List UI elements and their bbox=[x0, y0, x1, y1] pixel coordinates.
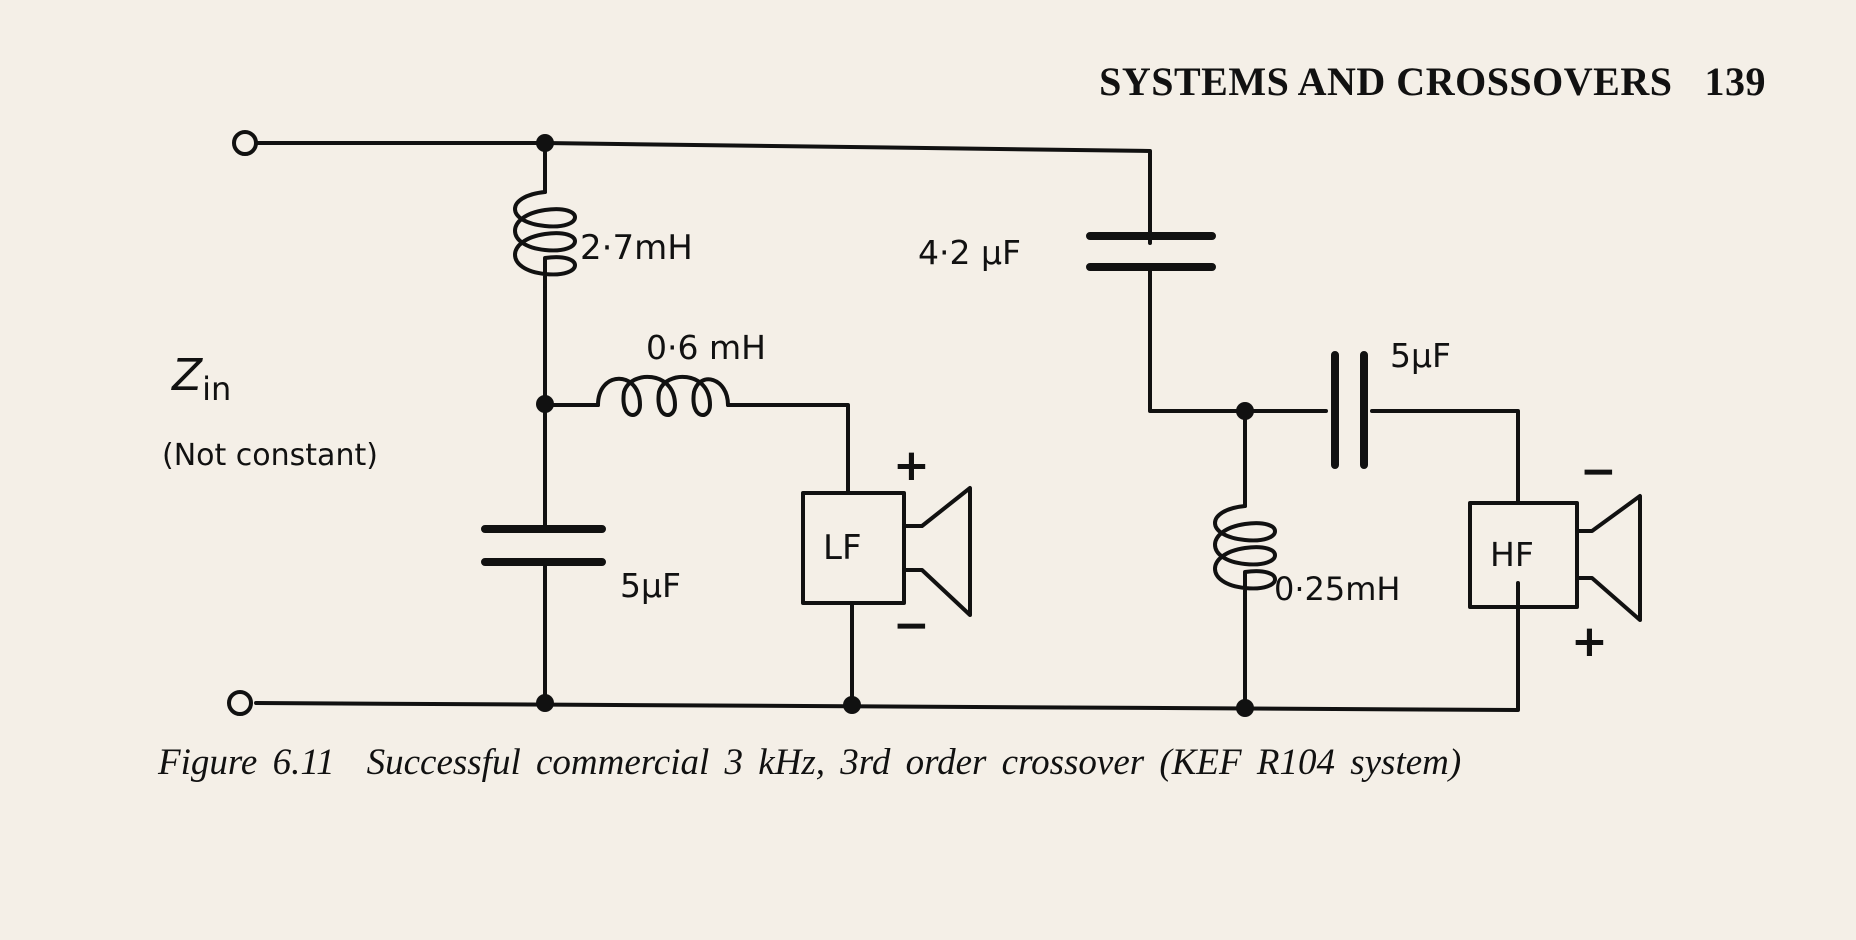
lf-feed-wire-2 bbox=[726, 403, 850, 495]
figure-number: Figure 6.11 bbox=[158, 742, 335, 783]
inductor-0-25mh-label: 0·25mH bbox=[1274, 570, 1401, 608]
capacitor-5uf-left-label: 5µF bbox=[620, 566, 681, 605]
hf-plus-sign: + bbox=[1571, 616, 1608, 667]
inductor-0-25mh bbox=[1213, 504, 1277, 602]
running-title: SYSTEMS AND CROSSOVERS bbox=[1099, 59, 1673, 104]
capacitor-5uf-right-label: 5µF bbox=[1390, 336, 1451, 375]
capacitor-5uf-left bbox=[481, 525, 606, 566]
running-header: SYSTEMS AND CROSSOVERS 139 bbox=[1099, 58, 1766, 105]
junction-dot bbox=[843, 696, 861, 714]
junction-dot bbox=[536, 395, 554, 413]
inductor-0-6mh-label: 0·6 mH bbox=[646, 328, 766, 367]
top-rail-wire bbox=[254, 141, 1152, 245]
lf-plus-sign: + bbox=[893, 440, 930, 491]
capacitor-4-2uf bbox=[1086, 232, 1216, 271]
hf-driver-box bbox=[1468, 501, 1579, 609]
capacitor-4-2uf-label: 4·2 µF bbox=[918, 233, 1021, 272]
lf-speaker-cone bbox=[902, 486, 972, 617]
page-number: 139 bbox=[1704, 59, 1766, 104]
input-terminal-bottom bbox=[227, 690, 253, 716]
zin-label: Zin bbox=[172, 350, 232, 408]
inductor-0-6mh bbox=[596, 374, 730, 417]
hf-minus-sign: − bbox=[1580, 446, 1617, 497]
bottom-rail-wire bbox=[254, 581, 1520, 712]
input-terminal-top bbox=[232, 130, 258, 156]
capacitor-5uf-right bbox=[1331, 351, 1368, 469]
hf-wire-a bbox=[1148, 268, 1247, 413]
junction-dot bbox=[536, 134, 554, 152]
junction-dot bbox=[536, 694, 554, 712]
figure-caption: Figure 6.11 Successful commercial 3 kHz, … bbox=[158, 738, 1758, 788]
lf-driver-box bbox=[801, 491, 906, 605]
lf-driver-label: LF bbox=[823, 528, 862, 568]
junction-dot bbox=[1236, 402, 1254, 420]
hf-driver-label: HF bbox=[1490, 535, 1534, 574]
hf-series-wire-b bbox=[1370, 409, 1520, 505]
lf-minus-sign: − bbox=[893, 600, 930, 651]
inductor-2-7mh-label: 2·7mH bbox=[580, 228, 693, 268]
inductor-2-7mh bbox=[513, 190, 577, 288]
zin-note: (Not constant) bbox=[162, 438, 378, 473]
hf-speaker-cone bbox=[1575, 494, 1642, 622]
figure-caption-text: Successful commercial 3 kHz, 3rd order c… bbox=[366, 742, 1462, 783]
junction-dot bbox=[1236, 699, 1254, 717]
